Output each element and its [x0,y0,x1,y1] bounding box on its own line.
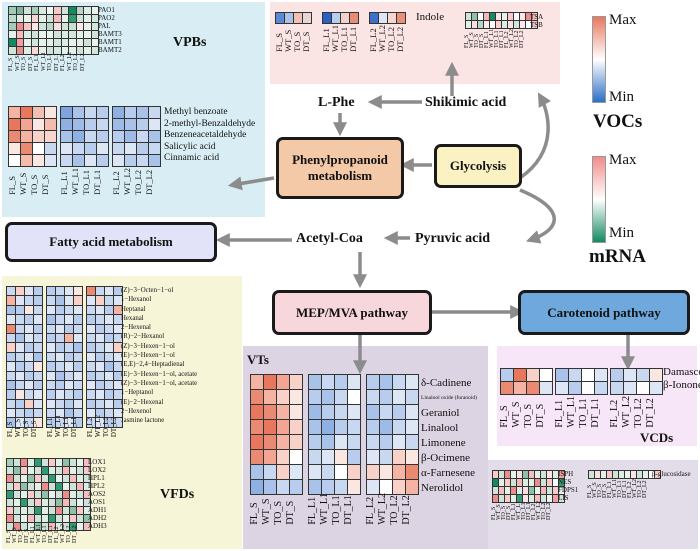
mrna-max: Max [609,152,637,168]
vts-compound-labels: δ-Cadinene Linalool oxide (furanoid) Ger… [421,377,477,494]
vfd-gene-labels: LOX1 LOX2 HPL1 HPL2 AOS2 AOS1 ADH1 ADH2 … [88,458,107,530]
vts-heatmap-a [250,374,303,495]
vpbs-title: VPBs [173,35,207,50]
vts-title: VTs [247,352,269,367]
vts-heatmap-b [308,374,361,495]
mrna-colorbar [592,156,606,243]
bgluc-label: β-glucosidase [652,470,691,478]
vfds-heatmap-c [86,286,123,428]
phenylpropanoid-line2: metabolism [307,168,373,183]
vocs-title: VOCs [593,111,643,132]
glycolysis-node: Glycolysis [434,144,522,188]
mrna-min: Min [609,225,635,241]
vpb-compound-heatmap-a [8,106,57,167]
tsa-tsb-heatmap [465,12,538,29]
bgluc-heatmap [588,470,661,479]
shikimic-label: Shikimic acid [425,95,507,110]
vpb-compound-heatmap-b [60,106,109,167]
vfds-compound-labels: (Z)−3−Octen−1−ol 1−Hexanol Heptanal Hexa… [121,287,198,425]
vfds-heatmap-b [46,286,83,428]
vcds-heatmap-b [555,368,608,395]
indole-heatmap-b [322,12,359,24]
vcds-panel [497,346,697,446]
indole-heatmap-c [369,12,406,24]
vfds-title: VFDs [160,487,195,502]
vpb-gene-labels: PAO1 PAO2 PAL BAMT3 BAMT1 BAMT2 [98,6,122,54]
phenylpropanoid-line1: Phenylpropanoid [292,152,388,167]
vcds-title: VCDs [640,430,674,445]
acetyl-coa-label: Acetyl-Coa [296,231,363,246]
vpb-compound-labels: Methyl benzoate 2-methyl-Benzaldehyde Be… [164,107,256,163]
vcds-heatmap-c [610,368,663,395]
vpb-compound-heatmap-c [112,106,161,167]
terp-gene-labels: ISPH NES FDPS1 LIS [558,470,579,502]
vpb-gene-heatmap [8,6,99,55]
indole-heatmap-a [275,12,312,24]
terp-gene-heatmap [492,470,565,503]
indole-label: Indole [416,11,445,23]
mrna-title: mRNA [589,246,646,267]
vfds-heatmap-a [6,286,43,428]
tsa-label: TSA [530,13,544,21]
vocs-max: Max [609,12,637,28]
carotenoid-node: Carotenoid pathway [518,290,690,335]
mep-mva-node: MEP/MVA pathway [272,290,432,335]
vfd-gene-heatmap [6,458,91,531]
vts-heatmap-c [366,374,419,495]
fatty-acid-node: Fatty acid metabolism [5,222,217,262]
vocs-min: Min [609,89,635,105]
phenylpropanoid-node: Phenylpropanoid metabolism [276,137,404,199]
pyruvic-label: Pyruvic acid [415,231,491,246]
lphe-label: L-Phe [318,95,355,110]
vcds-compound-labels: Damascone β-Ionone [663,366,700,391]
vocs-colorbar [592,16,606,103]
tsb-label: TSB [530,21,543,29]
vcds-heatmap-a [500,368,553,395]
